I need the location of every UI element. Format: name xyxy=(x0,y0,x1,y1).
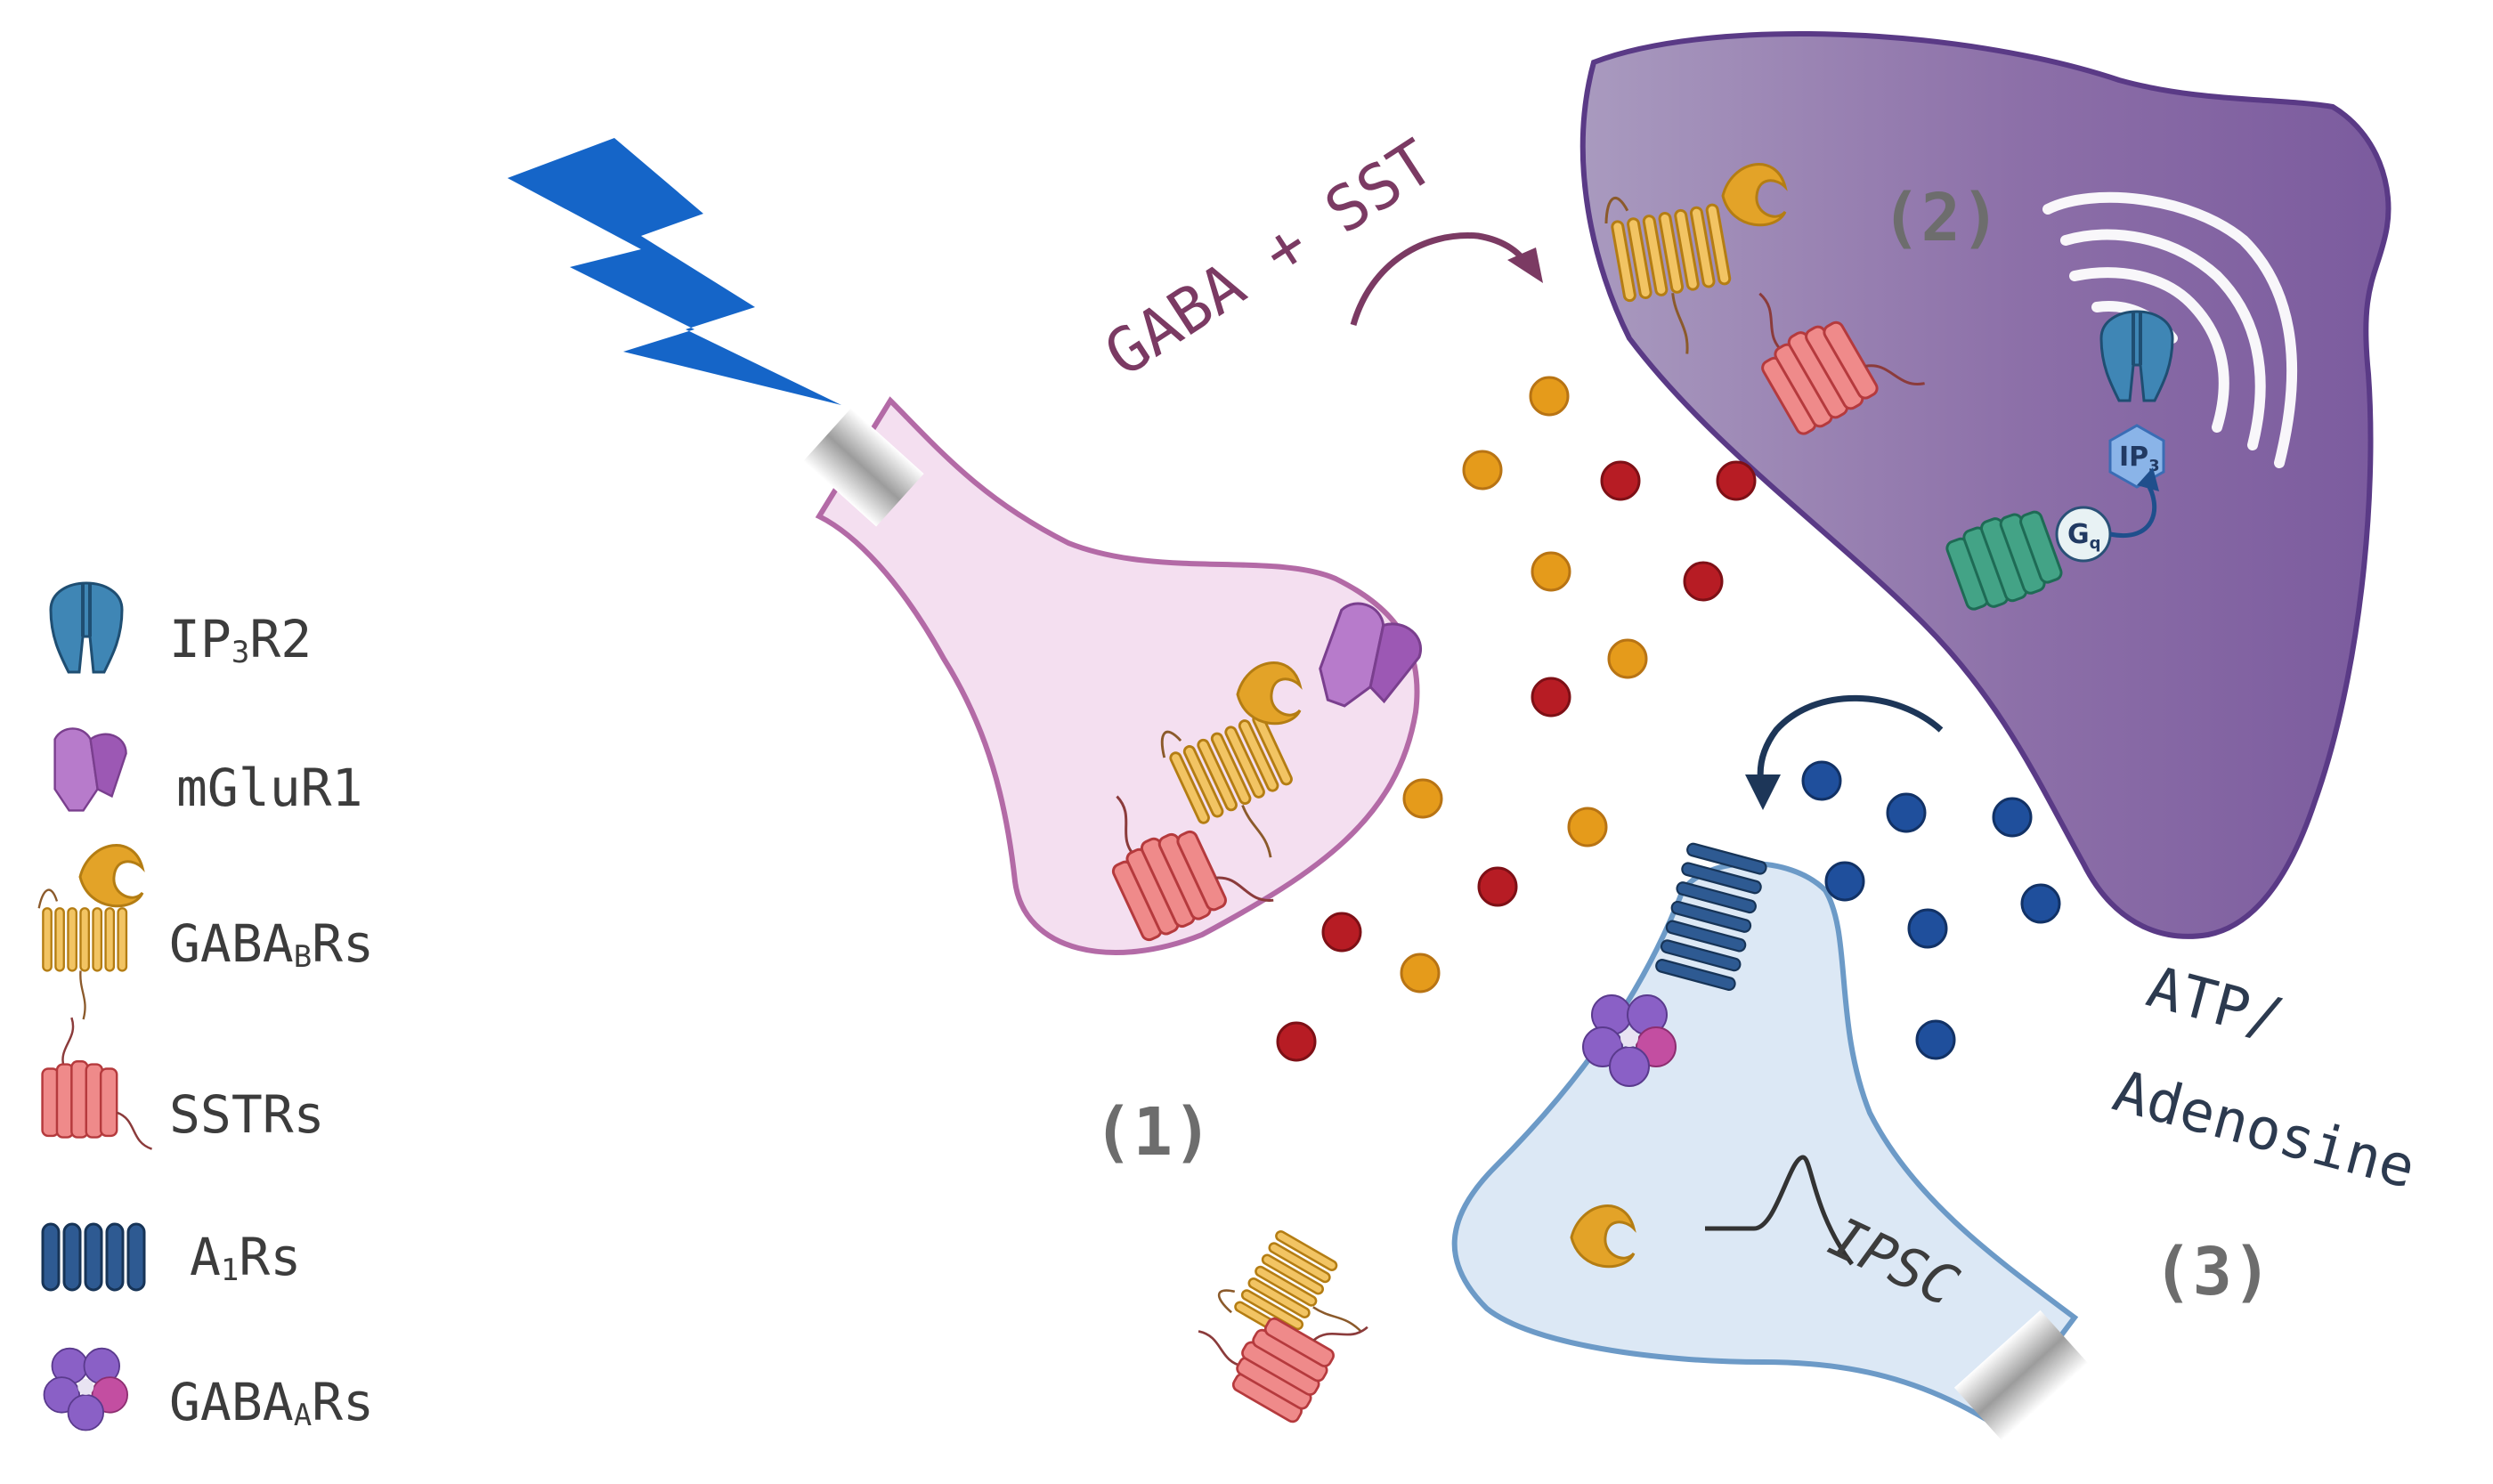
gq-label: Gq xyxy=(2067,519,2101,553)
astrocyte-process xyxy=(1579,30,2391,939)
ip3-label: IP3 xyxy=(2119,442,2160,475)
gq-protein-icon: Gq xyxy=(2055,467,2159,563)
gaba-sst-arrowhead xyxy=(1507,247,1543,283)
legend-a1r-icon xyxy=(41,1222,146,1292)
presynaptic-axon-stem xyxy=(803,408,924,527)
adenosine-label: Adenosine xyxy=(2107,1058,2422,1202)
gaba-sst-arrow xyxy=(1350,232,1531,326)
legend-gabab-icon xyxy=(37,888,128,1021)
legend-gabab-flytrap-icon xyxy=(78,844,144,908)
legend-item-sstr: SSTRs xyxy=(41,1016,325,1150)
legend-sstr-icon xyxy=(41,1016,153,1150)
region-label-postsynaptic: (3) xyxy=(2153,1234,2272,1310)
legend-item-a1r: A1Rs xyxy=(41,1222,301,1292)
legend-mglur1-icon xyxy=(53,727,127,812)
legend-label-ip3r2: IP3R2 xyxy=(169,609,312,670)
ipsc-trace-icon xyxy=(1705,1155,1855,1266)
legend-ip3r2-icon xyxy=(49,581,124,674)
region-label-astrocyte: (2) xyxy=(1881,180,2001,256)
legend-item-gabaa: GABAARs xyxy=(43,1347,374,1433)
presynaptic-terminal xyxy=(815,396,1420,955)
gaba-molecules xyxy=(1400,376,1648,993)
atp-arrow xyxy=(1757,694,1944,784)
atp-adenosine-molecules xyxy=(1801,760,2061,1060)
legend-gabaa-icon xyxy=(43,1347,129,1431)
legend-label-a1r: A1Rs xyxy=(190,1227,301,1288)
legend-item-gabab: GABABRs xyxy=(37,844,374,1021)
region-label-presynaptic: (1) xyxy=(1093,1094,1213,1171)
legend-item-mglur1: mGluR1 xyxy=(53,727,363,818)
atp-arrowhead xyxy=(1745,774,1781,810)
legend-label-mglur1: mGluR1 xyxy=(176,758,363,818)
atp-label: ATP/ xyxy=(2140,954,2290,1053)
lightning-bolt-icon xyxy=(508,138,841,405)
postsynaptic-terminal xyxy=(1451,861,2079,1429)
legend-label-gabaa: GABAARs xyxy=(169,1372,374,1433)
legend-label-gabab: GABABRs xyxy=(169,913,374,975)
legend-item-ip3r2: IP3R2 xyxy=(49,581,312,674)
legend-label-sstr: SSTRs xyxy=(169,1084,325,1145)
postsynaptic-dendrite-stem xyxy=(1953,1310,2089,1441)
legend: IP3R2 mGluR1 GABABRs SSTRs A1 xyxy=(37,581,374,1433)
sst-molecules xyxy=(1276,460,1757,1062)
